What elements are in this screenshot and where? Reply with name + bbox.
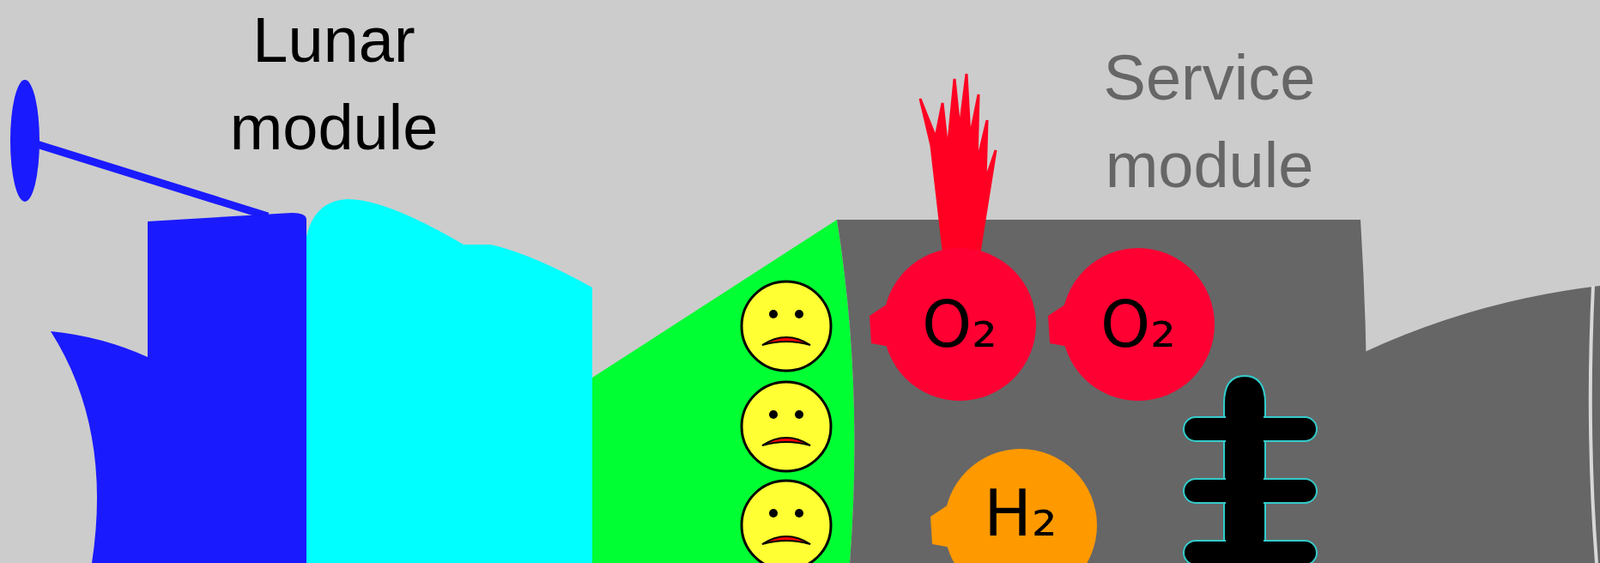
landing-leg — [50, 331, 148, 563]
face — [741, 281, 831, 371]
tank-label: O₂ — [921, 292, 998, 357]
tank-circle — [1061, 248, 1215, 401]
tanks — [869, 248, 1215, 563]
frown — [762, 437, 811, 446]
astronaut-faces — [741, 281, 831, 563]
engine-nozzle — [1364, 285, 1600, 563]
gas-tank: H₂ — [944, 436, 1097, 563]
descent-stage — [147, 212, 307, 563]
eye — [794, 509, 804, 518]
module-label: Service module — [1072, 34, 1347, 210]
eye — [794, 410, 804, 419]
service-module-body — [836, 219, 1368, 563]
eye — [769, 309, 778, 319]
face — [741, 480, 831, 563]
nozzle-rim — [1590, 285, 1597, 563]
frown — [762, 337, 811, 346]
tank-label: O₂ — [1100, 292, 1176, 357]
eye — [769, 509, 778, 518]
tank-circle — [944, 448, 1097, 563]
tank-circle — [883, 248, 1037, 401]
gas-tank: O₂ — [883, 248, 1037, 401]
eye — [769, 410, 778, 419]
antenna-dish — [10, 79, 40, 202]
explosion-flame — [920, 73, 996, 258]
module-label: Lunar module — [196, 0, 472, 172]
ascent-stage — [306, 199, 593, 563]
gas-tank: O₂ — [1061, 248, 1215, 401]
tank-label: H₂ — [983, 481, 1057, 546]
frown — [762, 536, 811, 545]
fuel-cell — [1183, 375, 1317, 563]
face — [741, 381, 831, 472]
eye — [794, 309, 804, 319]
